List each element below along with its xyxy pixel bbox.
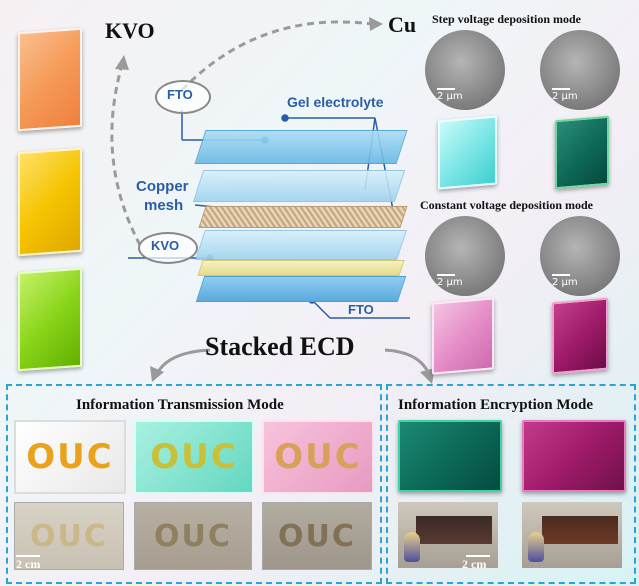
sem-constant-2: 2 μm: [540, 216, 620, 296]
kvo-layer-oval: [138, 232, 198, 264]
fto-top-label: FTO: [167, 87, 193, 102]
cu-cyan-tile: [438, 115, 497, 190]
ouc-tile-clear: OUC: [14, 420, 126, 494]
copper-mesh-label-1: Copper: [136, 178, 189, 195]
fto-glass-top: [194, 130, 408, 164]
ouc-tile-pink: OUC: [262, 420, 374, 494]
cm-scale-label-left: 2 cm: [16, 557, 41, 571]
copper-mesh-layer: [198, 206, 408, 228]
cu-arrowhead: [369, 17, 383, 31]
cm-scale-bar-left: [16, 555, 40, 557]
cu-magenta-tile: [552, 297, 608, 375]
encryption-teal-tile: [398, 420, 502, 492]
step-mode-title: Step voltage deposition mode: [432, 12, 582, 26]
photo-clear: OUC: [14, 502, 124, 570]
fto-top-oval: [155, 80, 211, 114]
kvo-layer-label: KVO: [151, 238, 180, 253]
cu-teal-tile: [555, 115, 609, 190]
copper-mesh-label-2: mesh: [144, 197, 184, 214]
figurine-2: [528, 532, 544, 562]
gel-electrolyte-layer: [192, 170, 406, 202]
stacked-ecd-title: Stacked ECD: [205, 332, 355, 361]
sem-step-1: 2 μm: [425, 30, 505, 110]
kvo-heading: KVO: [105, 18, 155, 43]
cm-scale-bar-right: [466, 555, 490, 557]
kvo-to-kvo-arrow: [110, 64, 142, 246]
fto-to-cu-arrow: [180, 20, 373, 92]
transmission-mode-title: Information Transmission Mode: [76, 397, 284, 413]
photo-cyan: OUC: [134, 502, 252, 570]
kvo-layer: [197, 260, 405, 276]
cm-scale-label-right: 2 cm: [462, 557, 487, 571]
figurine-1: [404, 532, 420, 562]
encryption-panel: [386, 384, 636, 584]
encryption-mode-title: Information Encryption Mode: [398, 397, 593, 413]
right-panel-arrow: [384, 348, 430, 373]
encryption-photo-2: [522, 502, 622, 568]
encryption-magenta-tile: [522, 420, 626, 492]
sem-constant-1: 2 μm: [425, 216, 505, 296]
gel-electrolyte-label: Gel electrolyte: [287, 94, 384, 110]
cu-pink-tile: [432, 297, 494, 375]
fto-bottom-label: FTO: [348, 302, 374, 317]
photo-pink: OUC: [262, 502, 372, 570]
encryption-photo-1: [398, 502, 498, 568]
transmission-panel: [6, 384, 382, 584]
kvo-arrowhead: [115, 55, 129, 70]
left-panel-arrow: [156, 348, 211, 373]
fto-glass-bottom: [195, 276, 407, 302]
sem-step-2: 2 μm: [540, 30, 620, 110]
device-stack: [180, 130, 420, 302]
gel-electrolyte-layer-2: [195, 230, 407, 260]
cu-heading: Cu: [388, 12, 417, 37]
constant-mode-title: Constant voltage deposition mode: [420, 198, 594, 212]
ouc-tile-cyan: OUC: [134, 420, 254, 494]
